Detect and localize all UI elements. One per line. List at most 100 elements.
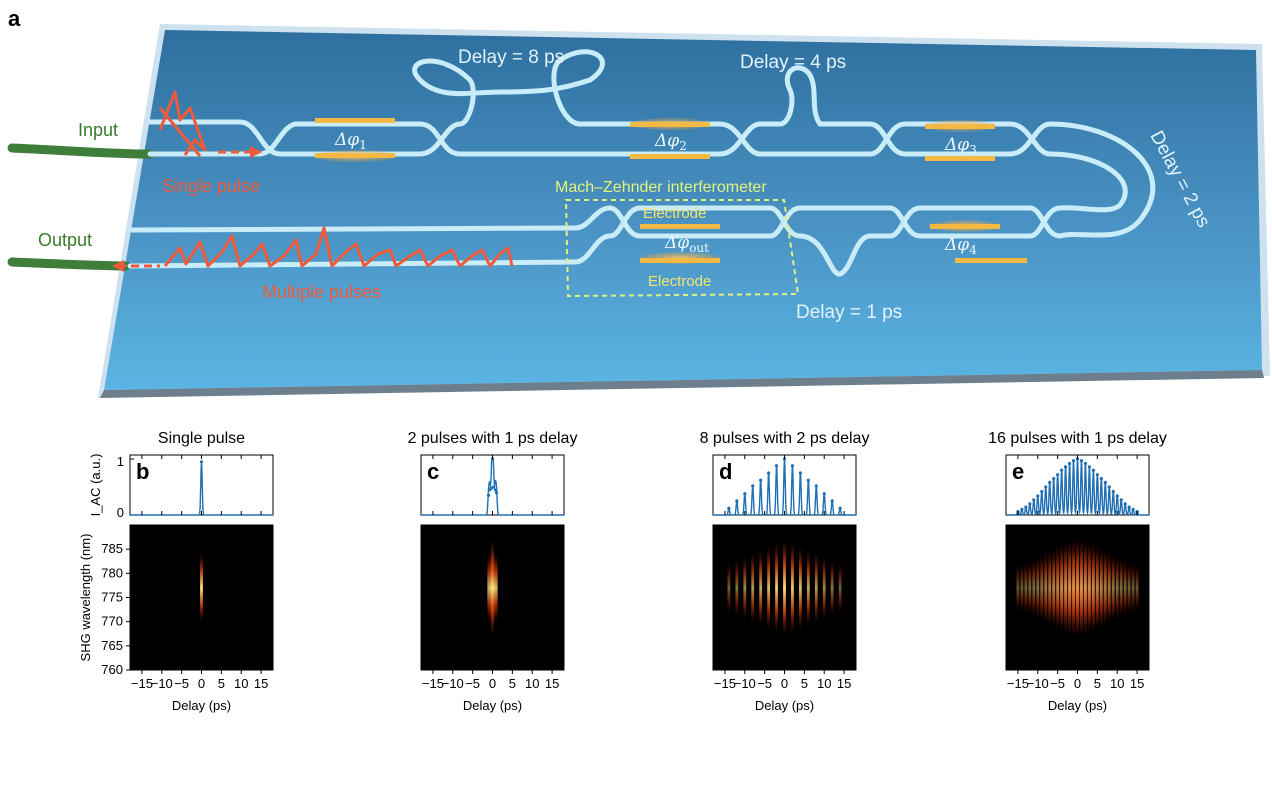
- pulse-peak: [1063, 465, 1068, 469]
- x-axis-label: Delay (ps): [755, 698, 814, 713]
- y-tick-label: 770: [101, 614, 123, 629]
- output-label: Output: [38, 230, 92, 250]
- pulse-peak: [199, 460, 204, 464]
- x-tick-label: 15: [545, 676, 559, 691]
- x-tick-label: −5: [1050, 676, 1065, 691]
- pulse-peak: [774, 464, 779, 468]
- pulse-peak: [1040, 489, 1044, 494]
- pulse-peak: [1115, 494, 1119, 498]
- x-tick-label: 15: [1130, 676, 1144, 691]
- x-axis-label: Delay (ps): [172, 698, 231, 713]
- panel-a-letter: a: [8, 6, 21, 31]
- pulse-peak: [1024, 505, 1028, 509]
- heatmap-fringe: [735, 559, 739, 617]
- chart-title: 8 pulses with 2 ps delay: [700, 430, 870, 447]
- mzi-label: Mach–Zehnder interferometer: [555, 179, 767, 196]
- pulse-peak: [493, 488, 497, 492]
- heatmap-fringe: [1131, 563, 1135, 613]
- heatmap-fringe: [1016, 564, 1020, 612]
- heatmap-fringe: [814, 552, 818, 624]
- waveguides: [127, 49, 1156, 277]
- pulse-peak: [798, 471, 802, 475]
- pulse-peak: [759, 478, 763, 482]
- pulse-peak: [743, 492, 747, 496]
- heatmap-fringe: [838, 562, 842, 613]
- phase-labels: Δφ1 Δφ2 Δφ3 Δφout Δφ4: [334, 130, 977, 257]
- y-tick-label: 775: [101, 590, 123, 605]
- autocorrelation-axes: [420, 454, 565, 516]
- single-pulse-label: Single pulse: [162, 176, 260, 196]
- y-tick-label: 760: [101, 662, 123, 677]
- phase-label-4: Δφ4: [944, 235, 977, 257]
- y-tick-label: 785: [101, 541, 123, 556]
- delay-8-label: Delay = 8 ps: [458, 47, 564, 68]
- pulse-peak: [1127, 505, 1131, 509]
- heatmap-fringe: [1024, 562, 1028, 614]
- heatmap-fringe: [759, 549, 763, 627]
- heatmap-fringe: [743, 555, 747, 620]
- x-tick-label: −10: [1027, 676, 1049, 691]
- x-tick-label: −10: [442, 676, 464, 691]
- x-tick-label: −15: [714, 676, 736, 691]
- pulse-peak: [492, 485, 496, 489]
- pulse-peak: [1048, 480, 1052, 485]
- heatmap-fringe: [830, 559, 834, 617]
- y-tick-label: 780: [101, 565, 123, 580]
- pulse-peak: [790, 464, 795, 468]
- heatmap-envelope: [1027, 556, 1128, 629]
- pulse-peak: [751, 484, 755, 488]
- pulse-peak: [1056, 473, 1060, 477]
- pulse-peak: [1095, 473, 1099, 477]
- chart-title: 2 pulses with 1 ps delay: [408, 430, 578, 447]
- y-tick-label: 1: [117, 454, 124, 469]
- x-tick-label: 5: [218, 676, 225, 691]
- x-tick-label: −15: [422, 676, 444, 691]
- heatmap-fringe: [1127, 562, 1131, 614]
- pulse-peak: [1060, 468, 1064, 472]
- pulse-peak: [1036, 494, 1040, 498]
- electrode-bottom-label: Electrode: [648, 273, 711, 290]
- pulse-peak: [489, 486, 493, 490]
- pulse-peak: [1032, 498, 1036, 502]
- pulse-peak: [1079, 459, 1084, 463]
- chart-title: 16 pulses with 1 ps delay: [988, 430, 1167, 447]
- output-fiber: [7, 257, 131, 271]
- x-tick-label: −15: [131, 676, 153, 691]
- y-axis-label: I_AC (a.u.): [88, 454, 103, 517]
- heatmap-fringe: [767, 546, 771, 630]
- heatmap-fringe: [806, 549, 810, 627]
- heatmap-fringe: [775, 542, 778, 633]
- heatmap-fringe: [495, 555, 498, 621]
- x-tick-label: 5: [801, 676, 808, 691]
- pulse-peak: [1119, 498, 1123, 502]
- output-pulses: [112, 226, 514, 272]
- x-tick-label: −15: [1007, 676, 1029, 691]
- pulse-peak: [1111, 489, 1115, 494]
- x-tick-label: −10: [151, 676, 173, 691]
- chip-side: [100, 370, 1264, 398]
- heatmap-fringe: [727, 562, 731, 613]
- x-tick-label: −10: [734, 676, 756, 691]
- pulse-peak: [1052, 477, 1056, 481]
- pulse-peak: [486, 493, 491, 497]
- pulse-peak: [1107, 485, 1111, 489]
- x-axis-label: Delay (ps): [1048, 698, 1107, 713]
- heatmap-fringe: [1135, 564, 1139, 612]
- electrodes: [313, 118, 1027, 264]
- phase-label-3: Δφ3: [944, 135, 977, 157]
- pulse-peak: [1091, 468, 1095, 472]
- pulse-peak: [1028, 502, 1032, 506]
- x-tick-label: −5: [757, 676, 772, 691]
- x-tick-label: 10: [817, 676, 831, 691]
- x-tick-label: 15: [254, 676, 268, 691]
- multiple-pulses-label: Multiple pulses: [262, 282, 381, 302]
- pulse-peak: [838, 506, 842, 510]
- pulse-peak: [494, 491, 499, 495]
- phase-label-out: Δφout: [664, 233, 709, 255]
